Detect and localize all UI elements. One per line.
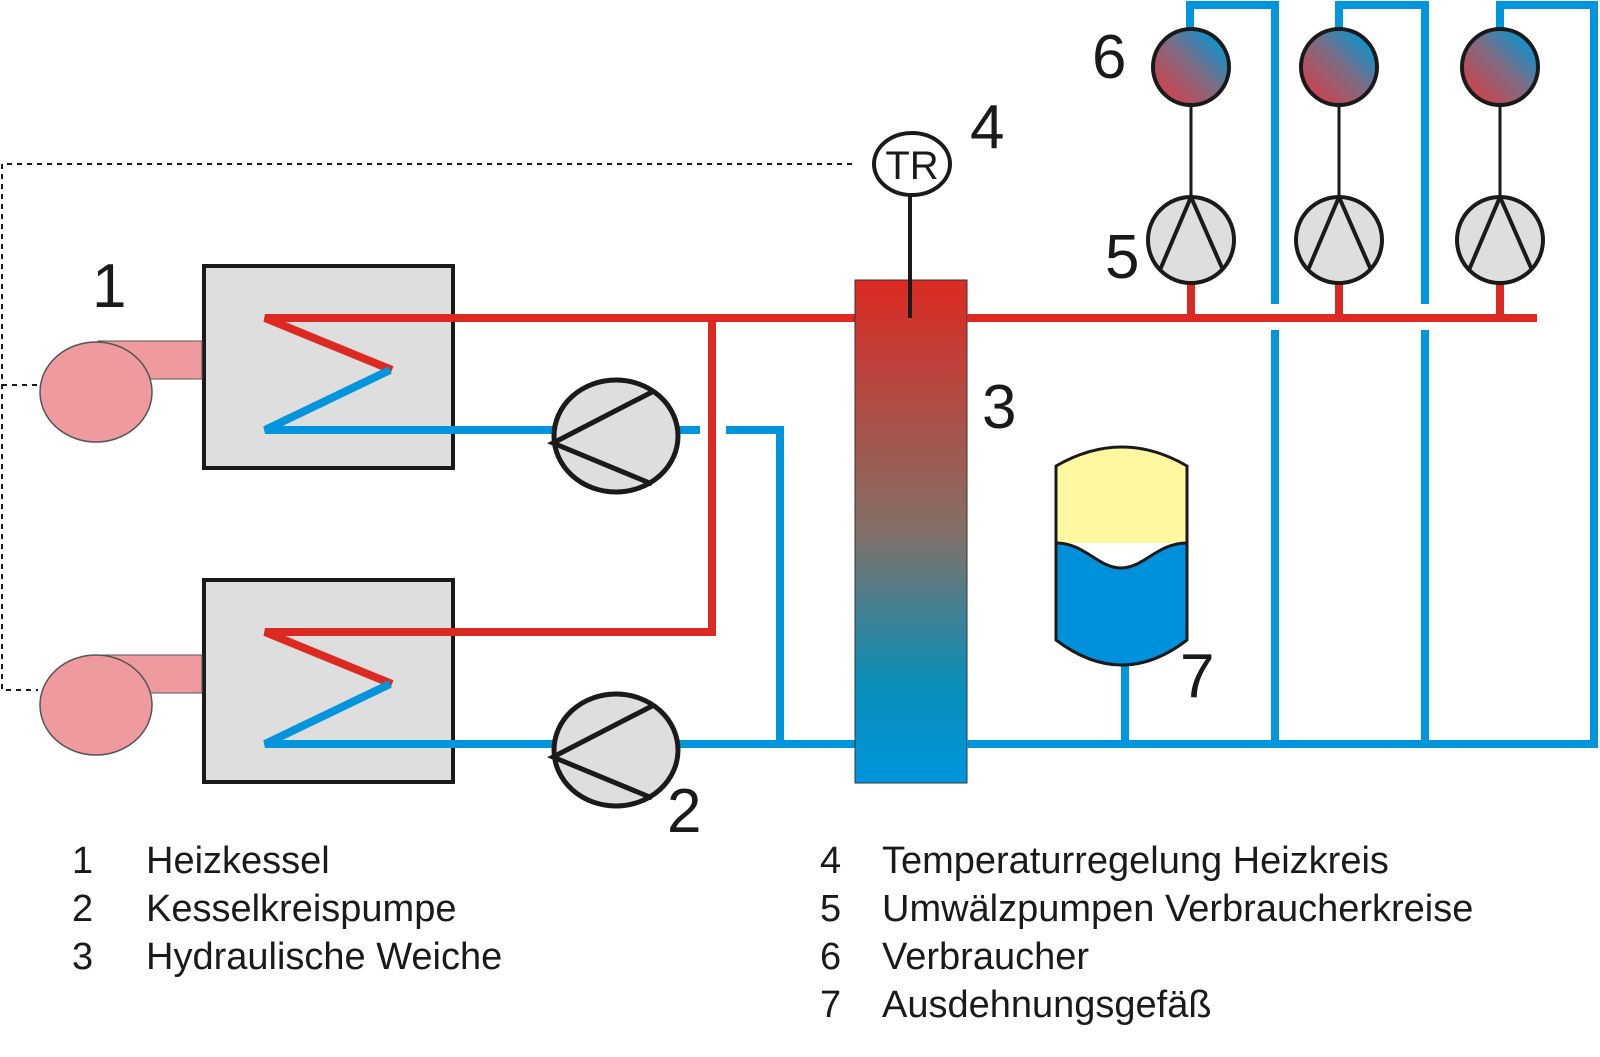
legend-number: 2 (72, 888, 94, 930)
legend-number: 1 (72, 840, 94, 882)
heat-exchanger-coil-2 (263, 628, 453, 748)
callout-1: 1 (92, 252, 126, 321)
heat-exchanger-coil-1 (263, 314, 453, 434)
boiler-1[interactable] (39, 264, 455, 470)
legend-label: Hydraulische Weiche (146, 936, 503, 978)
legend-number: 3 (72, 936, 94, 978)
primary-return-pipes (453, 426, 858, 748)
vessel-water-chamber (1056, 543, 1187, 665)
legend-item: 1 Heizkessel (72, 837, 502, 885)
consumer-2[interactable] (1299, 27, 1379, 197)
circulation-pump-1[interactable] (1146, 191, 1236, 285)
boiler-2[interactable] (39, 578, 455, 784)
legend-right: 4 Temperaturregelung Heizkreis 5 Umwälzp… (820, 837, 1473, 1029)
primary-supply-pipes (453, 314, 858, 636)
legend-item: 7 Ausdehnungsgefäß (820, 981, 1473, 1029)
legend-item: 3 Hydraulische Weiche (72, 933, 502, 981)
expansion-vessel[interactable] (1054, 445, 1189, 667)
callout-6: 6 (1092, 23, 1126, 92)
legend-item: 6 Verbraucher (820, 933, 1473, 981)
callout-5: 5 (1105, 223, 1139, 292)
legend-number: 7 (820, 984, 842, 1026)
legend-label: Verbraucher (882, 936, 1090, 978)
burner-1 (39, 340, 203, 443)
legend-label: Temperaturregelung Heizkreis (882, 840, 1389, 882)
legend-item: 2 Kesselkreispumpe (72, 885, 502, 933)
legend-label: Heizkessel (146, 840, 330, 882)
boiler-pump-1[interactable] (547, 377, 681, 495)
circulation-pump-2[interactable] (1294, 191, 1384, 285)
burner-2 (39, 654, 203, 756)
callout-2: 2 (667, 777, 701, 846)
control-signal-lines (1, 163, 852, 691)
vessel-gas-chamber (1056, 447, 1187, 543)
callout-3: 3 (982, 373, 1016, 442)
controller-label: TR (885, 144, 938, 188)
callout-4: 4 (970, 93, 1004, 162)
consumer-1[interactable] (1151, 27, 1231, 197)
hydraulic-separator[interactable] (854, 279, 968, 784)
secondary-supply-pipes (967, 280, 1537, 322)
legend-number: 4 (820, 840, 842, 882)
legend-label: Ausdehnungsgefäß (882, 984, 1212, 1026)
legend-item: 4 Temperaturregelung Heizkreis (820, 837, 1473, 885)
legend-number: 6 (820, 936, 842, 978)
legend-label: Umwälzpumpen Verbraucherkreise (882, 888, 1474, 930)
boiler-pump-2[interactable] (547, 691, 681, 809)
circulation-pump-3[interactable] (1455, 191, 1545, 285)
legend-label: Kesselkreispumpe (146, 888, 457, 930)
legend-item: 5 Umwälzpumpen Verbraucherkreise (820, 885, 1473, 933)
temperature-controller[interactable]: TR (872, 131, 952, 318)
callout-7: 7 (1180, 642, 1214, 711)
legend-number: 5 (820, 888, 842, 930)
consumer-3[interactable] (1460, 27, 1540, 197)
legend-left: 1 Heizkessel 2 Kesselkreispumpe 3 Hydrau… (72, 837, 502, 981)
